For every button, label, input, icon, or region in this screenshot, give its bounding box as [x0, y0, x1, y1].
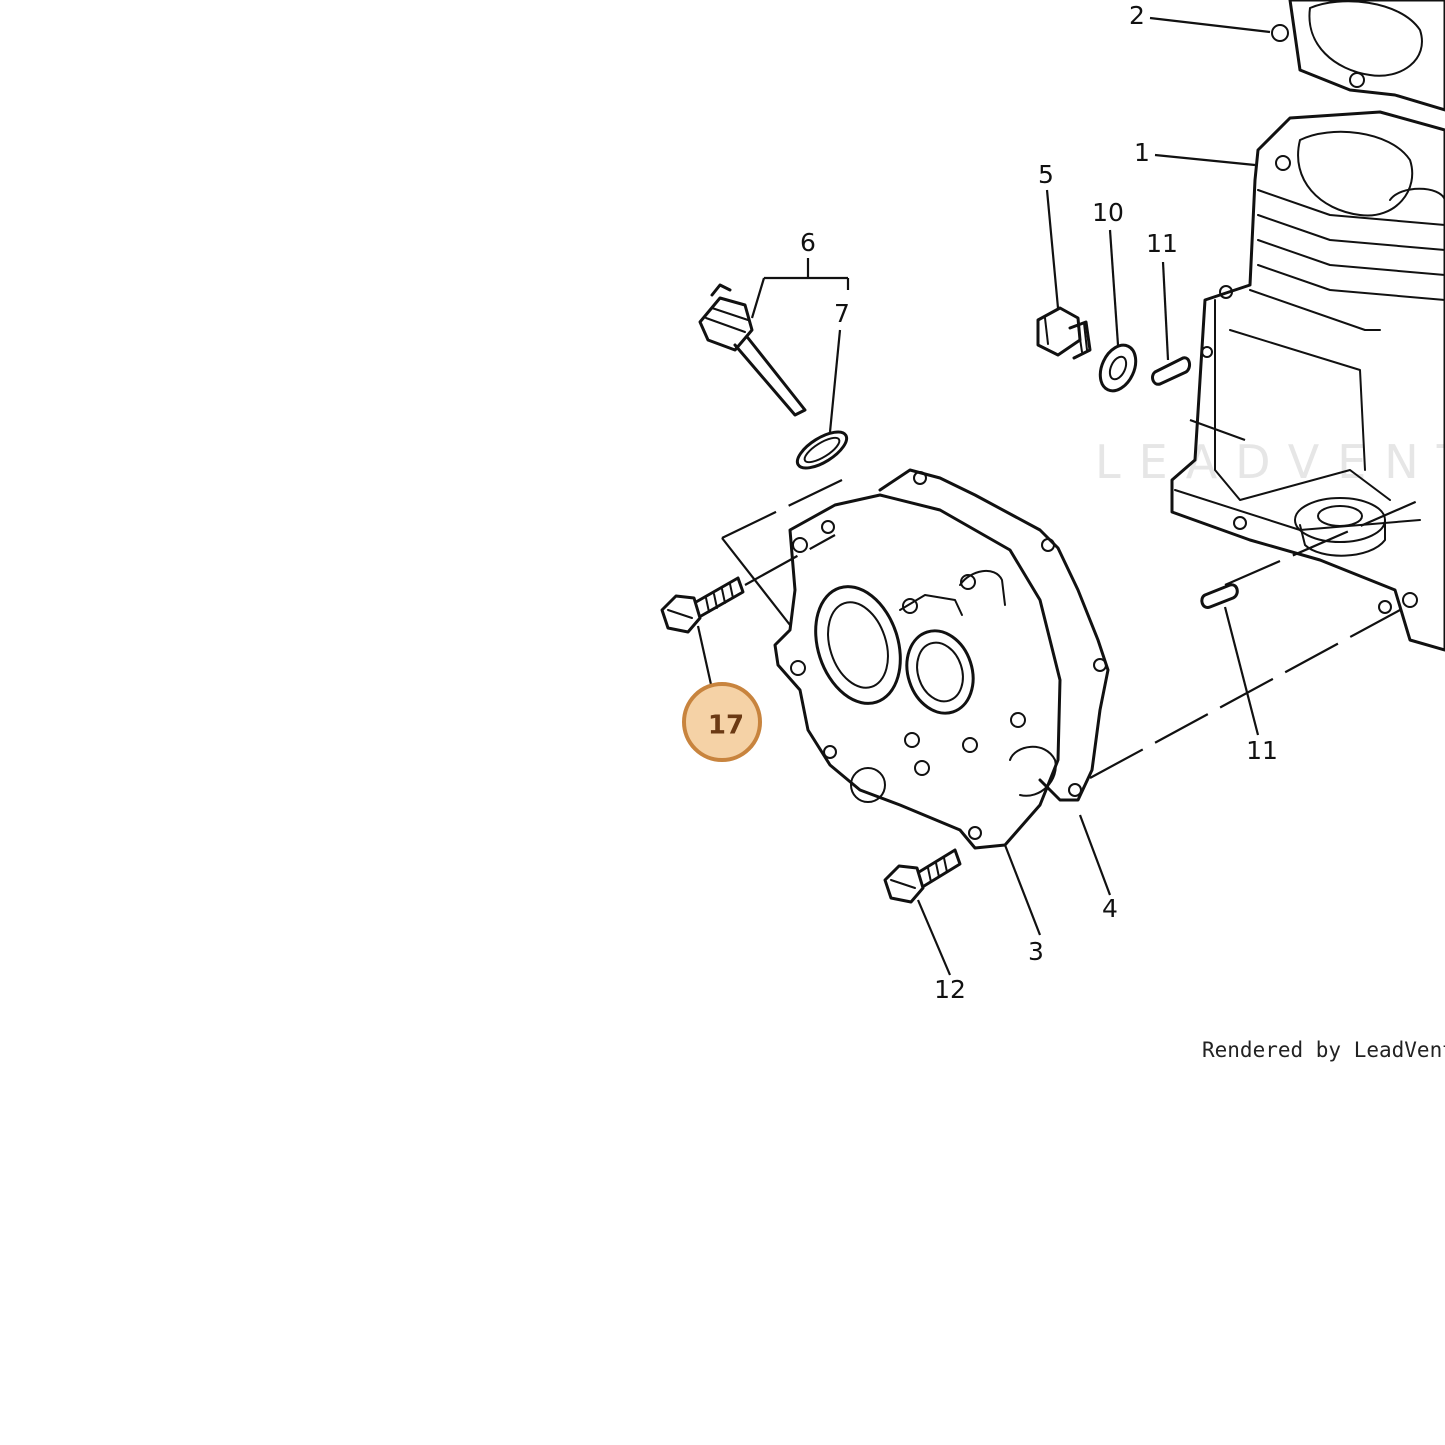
label-4[interactable]: 4 [1102, 894, 1118, 923]
label-3[interactable]: 3 [1028, 937, 1044, 966]
part-10-washer [1098, 343, 1138, 393]
label-1[interactable]: 1 [1134, 138, 1150, 167]
part-11-dowel-pin-upper [1151, 356, 1192, 386]
part-5-plug [1036, 306, 1092, 360]
part-7-o-ring [795, 430, 849, 470]
part-6-dipstick [698, 283, 807, 417]
render-credit: Rendered by LeadVenture [1202, 1038, 1445, 1062]
label-2[interactable]: 2 [1129, 1, 1145, 30]
label-12[interactable]: 12 [934, 975, 966, 1004]
watermark-text: LEADVENTURE [1095, 435, 1445, 489]
leader-lines [696, 16, 1421, 976]
part-labels: 2 1 5 10 11 6 7 11 4 3 12 [800, 1, 1278, 1004]
part-11-dowel-pin-lower [1200, 583, 1239, 609]
label-11-lower[interactable]: 11 [1246, 736, 1278, 765]
label-17[interactable]: 17 [708, 711, 744, 741]
part-2-head-gasket [1271, 0, 1445, 112]
label-5[interactable]: 5 [1038, 160, 1054, 189]
part-4-gasket [878, 468, 1110, 802]
highlighted-callout-17[interactable]: 17 [682, 682, 762, 762]
label-7[interactable]: 7 [834, 299, 850, 328]
highlight-circle[interactable] [682, 682, 762, 762]
part-1-cylinder-block [1170, 110, 1445, 652]
label-10[interactable]: 10 [1092, 198, 1124, 227]
part-3-crankcase-cover [773, 493, 1062, 850]
part-17-flange-bolt [660, 576, 745, 634]
part-12-flange-bolt [883, 848, 962, 904]
label-11-upper[interactable]: 11 [1146, 229, 1178, 258]
label-6[interactable]: 6 [800, 228, 816, 257]
